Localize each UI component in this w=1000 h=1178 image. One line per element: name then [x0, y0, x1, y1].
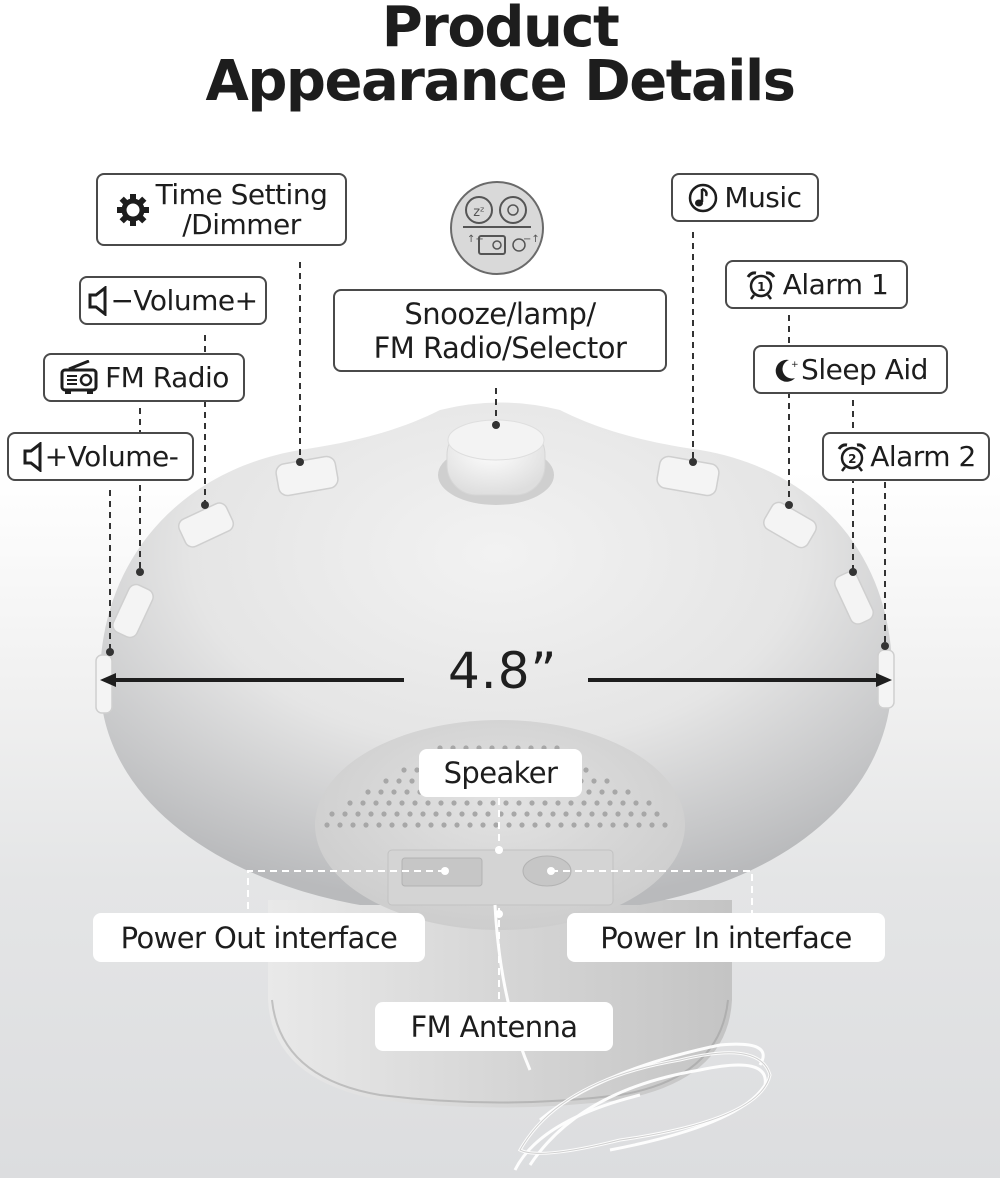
- callout-label: Music: [724, 181, 802, 214]
- moon-icon: +: [773, 356, 799, 384]
- callout-label-line-2: /Dimmer: [182, 207, 301, 241]
- radio-icon: [59, 359, 99, 396]
- speaker-icon: [88, 285, 108, 316]
- svg-text:zᶻ: zᶻ: [473, 205, 485, 220]
- callout-label: FM Radio: [105, 361, 229, 394]
- callout-volume-minus-plus: −Volume+: [79, 276, 267, 325]
- callout-label-line-2: FM Radio/Selector: [373, 330, 627, 365]
- callout-alarm-2: 2 Alarm 2: [822, 432, 990, 481]
- title-line-2: Appearance Details: [205, 49, 796, 114]
- svg-text:−↑: −↑: [523, 234, 540, 245]
- svg-text:1: 1: [757, 280, 765, 294]
- callout-label: Alarm 1: [782, 268, 889, 301]
- music-note-icon: [688, 183, 718, 213]
- callout-time-setting-dimmer: Time Setting /Dimmer: [96, 173, 347, 246]
- callout-label-line-1: Snooze/lamp/: [404, 296, 596, 331]
- callout-music: Music: [671, 173, 819, 222]
- svg-text:2: 2: [848, 452, 856, 466]
- callout-label: +Volume-: [44, 440, 179, 473]
- callout-fm-radio: FM Radio: [43, 353, 245, 402]
- svg-text:+: +: [791, 360, 798, 370]
- tag-speaker: Speaker: [419, 749, 582, 797]
- gear-icon: [116, 193, 150, 227]
- alarm-clock-2-icon: 2: [836, 442, 868, 472]
- callout-volume-plus-minus: +Volume-: [7, 432, 194, 481]
- callout-sleep-aid: + Sleep Aid: [753, 345, 948, 394]
- callout-label: Sleep Aid: [801, 353, 928, 386]
- callout-label-line-1: Time Setting: [155, 177, 328, 211]
- selector-knob-icon: zᶻ ↑+ −↑: [450, 181, 544, 275]
- tag-power-out-interface: Power Out interface: [93, 913, 425, 962]
- tag-fm-antenna: FM Antenna: [375, 1002, 613, 1051]
- title-line-1: Product: [381, 0, 620, 60]
- dimension-width-label: 4.8”: [448, 642, 558, 700]
- callout-label: Alarm 2: [870, 440, 976, 473]
- alarm-clock-1-icon: 1: [745, 270, 777, 300]
- speaker-icon: [23, 441, 43, 472]
- callout-snooze-lamp-radio-selector: Snooze/lamp/ FM Radio/Selector: [333, 289, 667, 372]
- callout-alarm-1: 1 Alarm 1: [725, 260, 908, 309]
- callout-label: −Volume+: [110, 284, 258, 317]
- tag-power-in-interface: Power In interface: [567, 913, 885, 962]
- svg-text:↑+: ↑+: [467, 234, 484, 245]
